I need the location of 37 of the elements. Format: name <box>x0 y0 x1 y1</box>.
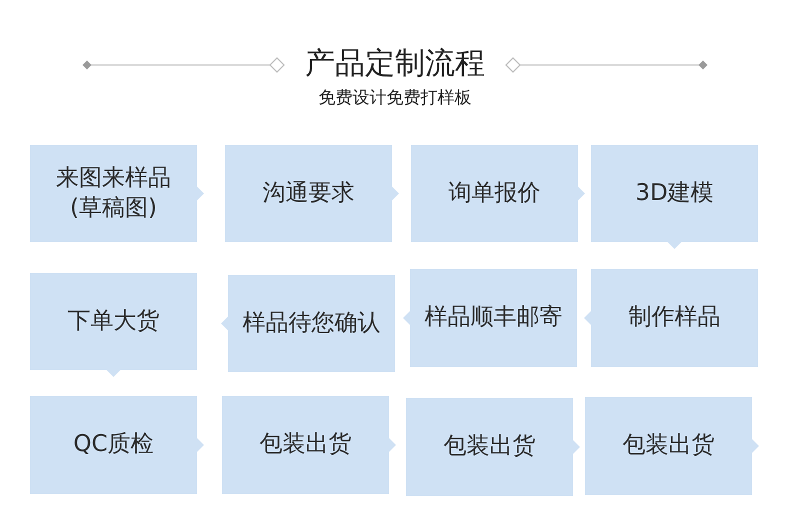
process-box <box>585 397 752 495</box>
step-label: QC质检 <box>73 430 154 460</box>
process-box <box>30 396 197 494</box>
process-box <box>225 145 392 242</box>
arrow-notch <box>578 186 585 200</box>
arrow-notch <box>106 370 120 377</box>
diagram-title: 产品定制流程 <box>305 45 485 83</box>
subtitle: 免费设计免费打样板 <box>318 87 472 109</box>
step-label: 制作样品 <box>628 303 720 332</box>
step-label: 样品待您确认 <box>242 308 380 338</box>
process-box <box>591 145 758 242</box>
arrow-notch <box>389 438 396 452</box>
step-label: 3D建模 <box>635 178 714 208</box>
arrow-notch <box>573 440 580 454</box>
process-box <box>30 145 197 242</box>
arrow-notch <box>392 186 399 200</box>
process-box <box>410 269 577 367</box>
process-box <box>591 269 758 367</box>
arrow-notch <box>584 311 591 325</box>
step-label: 包装出货 <box>444 432 536 462</box>
step-label: 沟通要求 <box>262 178 354 208</box>
arrow-notch <box>752 439 759 453</box>
step-label: 包装出货 <box>622 431 714 460</box>
process-box <box>222 396 389 494</box>
process-box <box>406 398 573 496</box>
process-box <box>228 275 395 372</box>
process-box <box>30 273 197 370</box>
step-label: 包装出货 <box>260 430 352 460</box>
arrow-notch <box>197 438 204 452</box>
step-label: 询单报价 <box>448 178 540 208</box>
step-label: 样品顺丰邮寄 <box>424 303 562 332</box>
step-label: 下单大货 <box>68 306 160 336</box>
arrow-notch <box>403 311 410 325</box>
step-label: 来图来样品 (草稿图) <box>55 164 172 222</box>
arrow-notch <box>221 316 228 330</box>
arrow-notch <box>668 242 682 249</box>
process-box <box>411 145 578 242</box>
